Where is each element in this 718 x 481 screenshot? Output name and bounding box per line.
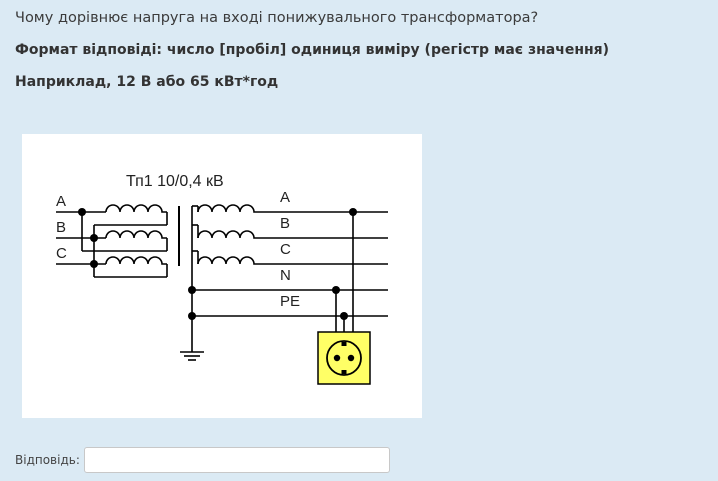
output-label-b: B [280, 215, 290, 232]
answer-example: Наприклад, 12 В або 65 кВт*год [15, 74, 279, 90]
answer-input[interactable] [83, 447, 390, 473]
transformer-schematic: Тп1 10/0,4 кВ A B C [56, 173, 388, 385]
question-text: Чому дорівнює напруга на вході понижувал… [15, 10, 539, 26]
answer-label: Відповідь: [15, 453, 80, 467]
output-label-c: C [280, 241, 291, 258]
output-label-pe: PE [280, 293, 300, 310]
input-label-b: B [56, 219, 66, 236]
answer-format-hint: Формат відповіді: число [пробіл] одиниця… [15, 42, 610, 58]
input-label-c: C [56, 245, 67, 262]
transformer-title: Тп1 10/0,4 кВ [126, 173, 224, 190]
output-label-a: A [280, 189, 290, 206]
answer-row: Відповідь: [15, 446, 390, 474]
output-label-n: N [280, 267, 291, 284]
socket-icon [317, 331, 371, 385]
transformer-diagram: Тп1 10/0,4 кВ A B C [22, 134, 422, 418]
input-label-a: A [56, 193, 66, 210]
